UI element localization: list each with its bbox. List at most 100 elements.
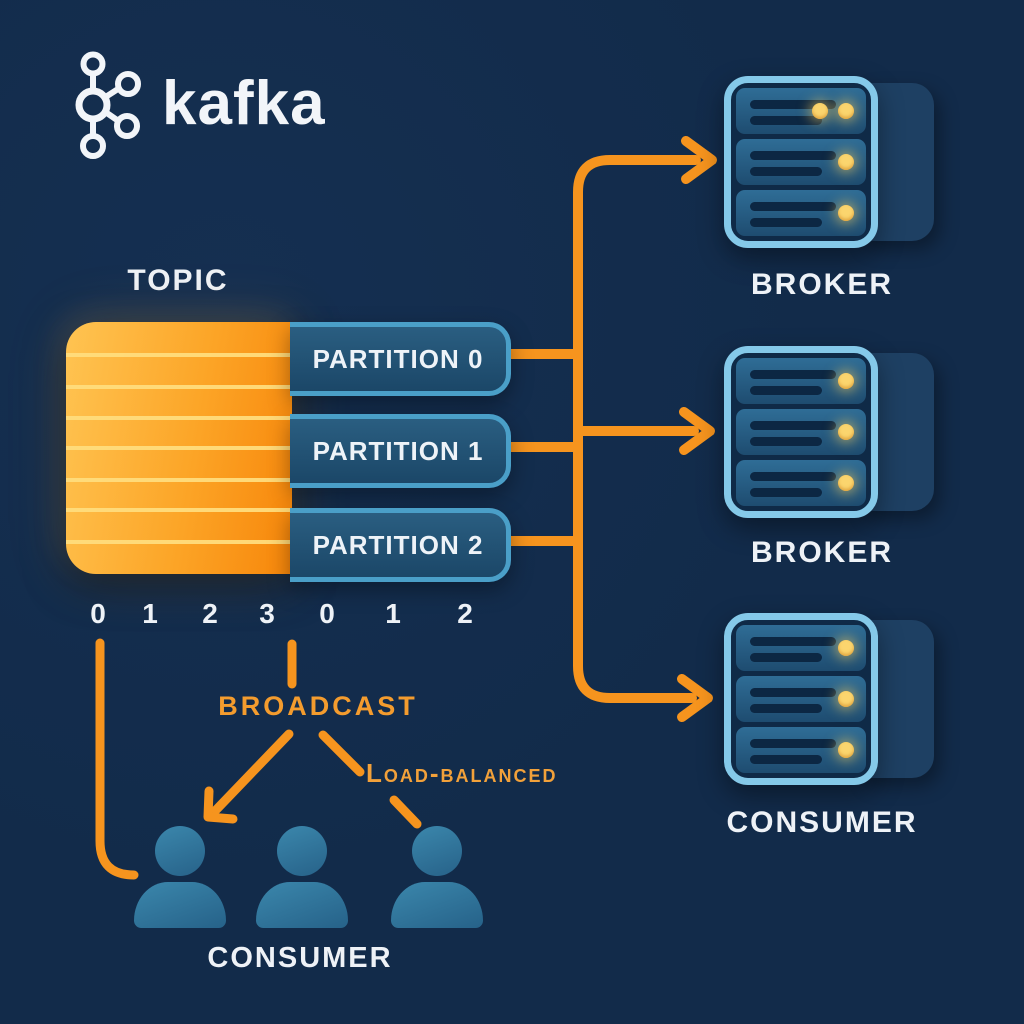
server-slot-bar <box>750 755 822 764</box>
server-unit <box>736 190 866 236</box>
person-body <box>391 882 483 928</box>
consumer-server-icon <box>724 613 936 785</box>
server-unit <box>736 676 866 722</box>
server-face <box>724 613 878 785</box>
broadcast-arrow-line <box>211 729 294 815</box>
load-balanced-label: Load-balanced <box>366 758 558 788</box>
offset-number: 1 <box>385 598 401 629</box>
person-body <box>134 882 226 928</box>
broker1-arrowhead-icon <box>681 136 717 184</box>
server-slot-bar <box>750 488 822 497</box>
broadcast-arrowhead-icon <box>203 786 238 824</box>
offset-number: 0 <box>319 598 335 629</box>
server-led-dots <box>838 727 854 773</box>
server-slot-bar <box>750 386 822 395</box>
offset-number: 0 <box>90 598 106 629</box>
kafka-logo-icon <box>75 51 141 159</box>
server-led-dots <box>838 625 854 671</box>
server-unit <box>736 139 866 185</box>
server-led-dots <box>838 676 854 722</box>
server-unit <box>736 727 866 773</box>
offset-number: 3 <box>259 598 275 629</box>
broadcast-label: BROADCAST <box>218 691 418 721</box>
topic-block <box>66 322 292 574</box>
led-dot-icon <box>838 475 854 491</box>
led-dot-icon <box>838 103 854 119</box>
offset-number: 2 <box>202 598 218 629</box>
consumer-group-label: CONSUMER <box>207 942 393 974</box>
server-slot-bar <box>750 116 822 125</box>
server-led-dots <box>838 190 854 236</box>
broker2-server-icon <box>724 346 936 518</box>
server-slot-bar <box>750 739 836 748</box>
partition-0-label: PARTITION 0 <box>312 343 484 374</box>
server-led-dots <box>838 358 854 404</box>
topic-stripe <box>66 446 292 450</box>
server-slot-bar <box>750 151 836 160</box>
consumer-person-icon <box>134 826 226 928</box>
server-slot-bar <box>750 167 822 176</box>
consumer-person-icon <box>391 826 483 928</box>
loadbalanced-lower-diagonal-line <box>389 795 422 829</box>
topic-stripe <box>66 540 292 544</box>
broker2-label: BROKER <box>750 536 893 569</box>
partition-0-pill: PARTITION 0 <box>290 322 511 396</box>
broker1-server-icon <box>724 76 936 248</box>
trunk-to-consumer-line <box>573 535 697 703</box>
partition-2-label: PARTITION 2 <box>312 529 484 560</box>
trunk-to-broker1-line <box>573 155 701 550</box>
offset-numbers-row: 0 1 2 3 0 1 2 <box>0 598 600 630</box>
server-unit <box>736 88 866 134</box>
server-led-dots <box>838 460 854 506</box>
led-dot-icon <box>838 154 854 170</box>
topic-stripe <box>66 353 292 357</box>
server-unit <box>736 625 866 671</box>
person-head <box>412 826 462 876</box>
server-slot-bar <box>750 637 836 646</box>
broker1-label: BROKER <box>750 268 893 301</box>
server-slot-bar <box>750 653 822 662</box>
led-dot-icon <box>838 640 854 656</box>
partition-1-pill: PARTITION 1 <box>290 414 511 488</box>
broker2-arrowhead-icon <box>679 407 715 455</box>
server-slot-bar <box>750 421 836 430</box>
server-unit <box>736 409 866 455</box>
partition-1-label: PARTITION 1 <box>312 435 484 466</box>
led-dot-icon <box>812 103 828 119</box>
server-face <box>724 346 878 518</box>
loadbalanced-upper-diagonal-line <box>318 730 365 777</box>
server-led-dots <box>812 88 854 134</box>
consumer-person-icon <box>256 826 348 928</box>
led-dot-icon <box>838 691 854 707</box>
server-slot-bar <box>750 437 822 446</box>
server-slot-bar <box>750 370 836 379</box>
server-slot-bar <box>750 202 836 211</box>
server-slot-bar <box>750 100 836 109</box>
server-unit <box>736 358 866 404</box>
topic-stripe <box>66 416 292 420</box>
server-face <box>724 76 878 248</box>
led-dot-icon <box>838 742 854 758</box>
kafka-logo: kafka <box>70 44 490 174</box>
consumer-server-label: CONSUMER <box>726 806 918 839</box>
server-slot-bar <box>750 218 822 227</box>
led-dot-icon <box>838 205 854 221</box>
server-slot-bar <box>750 472 836 481</box>
server-slot-bar <box>750 688 836 697</box>
server-led-dots <box>838 409 854 455</box>
partition-2-pill: PARTITION 2 <box>290 508 511 582</box>
consumer-arrowhead-icon <box>677 674 713 722</box>
server-unit <box>736 460 866 506</box>
topic-stripe <box>66 508 292 512</box>
offset-number: 2 <box>457 598 473 629</box>
kafka-wordmark: kafka <box>162 69 326 138</box>
topic-title: TOPIC <box>127 264 229 297</box>
offset0-elbow-line <box>95 638 139 880</box>
person-body <box>256 882 348 928</box>
offset-number: 1 <box>142 598 158 629</box>
person-head <box>277 826 327 876</box>
server-led-dots <box>838 139 854 185</box>
topic-stripe <box>66 385 292 389</box>
